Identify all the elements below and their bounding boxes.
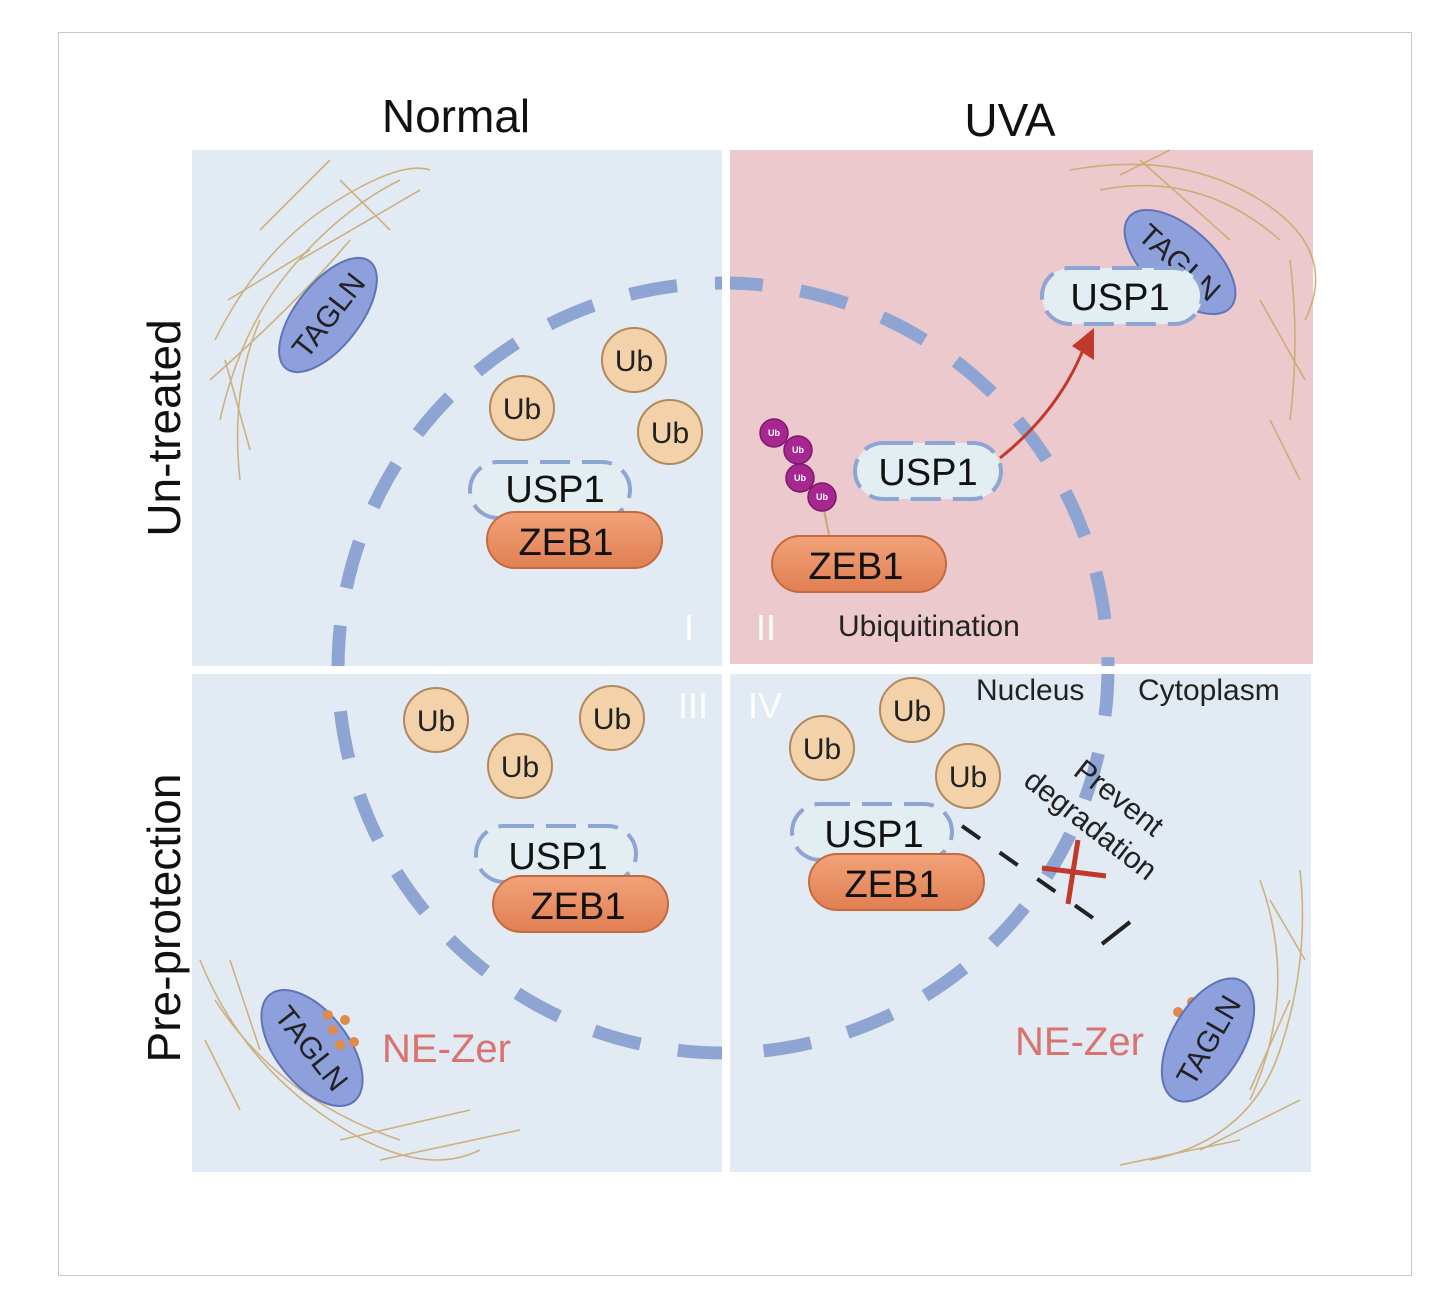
- ub-label: Ub: [949, 761, 987, 794]
- row-header-untreated: Un-treated: [138, 319, 190, 536]
- zeb1-protein-iii: ZEB1: [492, 875, 669, 933]
- ub-label: Ub: [615, 345, 653, 378]
- column-header-normal: Normal: [382, 90, 530, 142]
- ub-label: Ub: [651, 417, 689, 450]
- fibers-top-right: [1069, 149, 1317, 481]
- ub-iv-2: Ub: [789, 715, 855, 781]
- column-header-uva: UVA: [964, 94, 1055, 146]
- ub-label: Ub: [417, 705, 455, 738]
- usp1-protein-ii-cytoplasm: USP1: [1040, 266, 1204, 326]
- panel-label-ii: II: [756, 607, 776, 648]
- usp1-label: USP1: [1070, 277, 1169, 319]
- translocation-arrow: [999, 328, 1094, 460]
- ne-zer-particles-iii: [323, 1010, 359, 1050]
- nucleus-label: Nucleus: [976, 674, 1084, 707]
- ub-iv-1: Ub: [879, 677, 945, 743]
- ub-small-label: Ub: [792, 445, 804, 455]
- panel-label-iii: III: [678, 685, 708, 726]
- panel-label-i: I: [684, 607, 694, 648]
- ub-label: Ub: [593, 703, 631, 736]
- fibers-bottom-left: [199, 959, 521, 1161]
- ub-iv-3: Ub: [935, 743, 1001, 809]
- zeb1-label: ZEB1: [844, 864, 939, 906]
- ub-i-3: Ub: [637, 399, 703, 465]
- vertical-divider: [722, 150, 730, 1172]
- zeb1-label: ZEB1: [530, 886, 625, 928]
- usp1-label: USP1: [824, 814, 923, 856]
- blocked-pathway-indicator: [960, 824, 1132, 946]
- ub-iii-3: Ub: [487, 733, 553, 799]
- panel-i-background: [192, 150, 722, 666]
- ub-small-label: Ub: [794, 473, 806, 483]
- ub-label: Ub: [893, 695, 931, 728]
- ne-zer-label-iv: NE-Zer: [1015, 1020, 1144, 1064]
- zeb1-protein-i: ZEB1: [486, 511, 663, 569]
- usp1-protein-ii-nucleus: USP1: [853, 441, 1003, 501]
- zeb1-protein-ii: ZEB1: [771, 535, 947, 593]
- ub-label: Ub: [503, 393, 541, 426]
- ne-zer-label-iii: NE-Zer: [382, 1027, 511, 1071]
- polyubiquitin-chain: Ub Ub Ub Ub: [759, 418, 837, 541]
- ub-label: Ub: [501, 751, 539, 784]
- fibers-bottom-right: [1119, 869, 1306, 1166]
- fibers-top-left: [209, 159, 431, 481]
- ub-label: Ub: [803, 733, 841, 766]
- zeb1-label: ZEB1: [518, 522, 613, 564]
- usp1-protein-iv: USP1: [790, 802, 954, 862]
- ub-iii-2: Ub: [579, 685, 645, 751]
- ubiquitination-label: Ubiquitination: [838, 610, 1020, 643]
- usp1-protein-i: USP1: [468, 460, 632, 520]
- usp1-label: USP1: [505, 469, 604, 511]
- horizontal-divider: [192, 666, 1313, 674]
- zeb1-label: ZEB1: [808, 546, 903, 588]
- usp1-label: USP1: [508, 836, 607, 878]
- usp1-protein-iii: USP1: [474, 824, 638, 884]
- ub-i-1: Ub: [601, 327, 667, 393]
- usp1-label: USP1: [878, 452, 977, 494]
- panel-label-iv: IV: [748, 685, 782, 726]
- cytoplasm-label: Cytoplasm: [1138, 674, 1280, 707]
- zeb1-protein-iv: ZEB1: [808, 853, 985, 911]
- ub-small-label: Ub: [816, 492, 828, 502]
- ub-iii-1: Ub: [403, 687, 469, 753]
- ub-small-label: Ub: [768, 428, 780, 438]
- row-header-preprotection: Pre-protection: [138, 774, 190, 1063]
- ub-i-2: Ub: [489, 375, 555, 441]
